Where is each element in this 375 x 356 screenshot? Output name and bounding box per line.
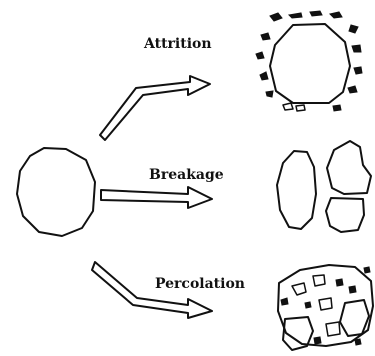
attrition-fine-7 [256,52,264,59]
percolation-fragment-1 [292,283,306,295]
attrition-label: Attrition [143,36,212,52]
percolation-fragment-3 [319,298,332,310]
breakage-piece-bottom-right [326,198,364,232]
percolation-fine-5 [314,337,321,344]
percolation-fine-1 [281,298,288,305]
breakage-piece-left [277,151,316,229]
attrition-fine-13 [283,103,293,110]
attrition-fine-9 [354,67,362,74]
percolation-fine-2 [305,302,311,308]
percolation-fine-4 [349,286,356,293]
breakage-label: Breakage [149,167,224,183]
attrition-fine-8 [352,45,361,52]
attrition-particle [270,24,350,103]
attrition-fine-1 [270,13,282,21]
percolation-label: Percolation [155,276,245,292]
attrition-arrow [100,76,210,140]
attrition-fine-12 [266,91,273,97]
parent-particle [17,148,95,236]
percolation-fine-7 [364,267,370,273]
percolation-fragment-4 [326,322,340,336]
attrition-fine-5 [349,25,358,33]
percolation-fragment-2 [313,275,325,286]
attrition-fine-10 [260,72,268,80]
breakage-arrow [101,187,212,208]
percolation-fine-3 [336,279,343,286]
attrition-fine-3 [310,11,322,16]
percolation-fine-6 [355,339,361,345]
attrition-fine-2 [289,13,302,18]
breakage-result [277,141,371,232]
attrition-fine-6 [261,33,270,40]
percolation-result [278,265,373,350]
attrition-result [256,11,362,111]
attrition-fine-4 [330,12,342,18]
attrition-fine-15 [333,105,341,111]
attrition-fine-11 [348,86,357,93]
percolation-piece-right [340,300,369,336]
attrition-fine-14 [296,105,305,111]
breakage-piece-top-right [327,141,371,194]
